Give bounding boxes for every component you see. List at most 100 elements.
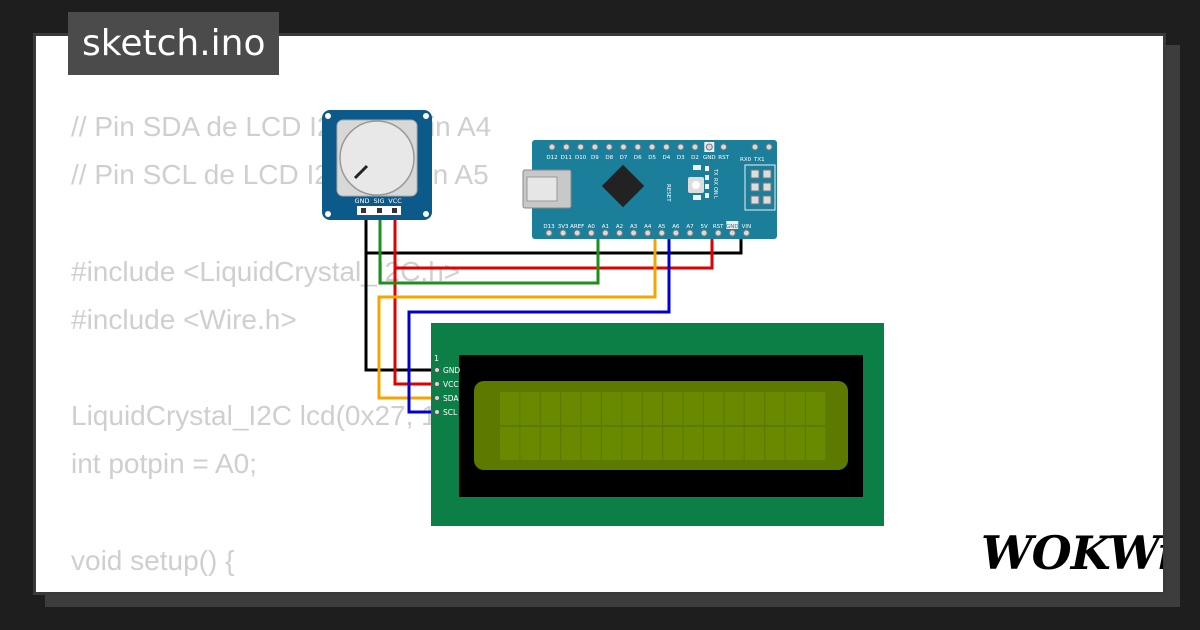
nano-top-pin-label: D8 xyxy=(605,155,613,161)
lcd-cell xyxy=(561,427,581,460)
nano-top-pin-label: D6 xyxy=(634,155,642,161)
lcd-cell xyxy=(744,427,764,460)
nano-top-pin[interactable] xyxy=(634,143,642,151)
nano-bottom-pin[interactable] xyxy=(686,229,694,237)
code-line: int potpin = A0; xyxy=(71,448,258,480)
nano-top-pin-label: D5 xyxy=(648,155,656,161)
nano-bottom-pin[interactable] xyxy=(559,229,567,237)
lcd-pin[interactable] xyxy=(434,395,440,401)
wires xyxy=(364,211,743,414)
icsp-pin xyxy=(762,182,772,192)
nano-top-pin[interactable] xyxy=(562,143,570,151)
nano-bottom-pin[interactable] xyxy=(630,229,638,237)
led-label: TX xyxy=(712,168,718,176)
lcd-cell xyxy=(724,392,744,425)
nano-top-pin-label: D10 xyxy=(575,155,587,161)
lcd-pin-label: GND xyxy=(443,366,460,375)
nano-top-pin[interactable] xyxy=(751,143,759,151)
nano-bottom-pin-label: GND xyxy=(726,224,739,230)
lcd-pin[interactable] xyxy=(434,381,440,387)
lcd-cell xyxy=(622,392,642,425)
lcd-character-cells xyxy=(500,392,826,460)
lcd-cell xyxy=(765,427,785,460)
nano-bottom-pin-label: D13 xyxy=(543,224,555,230)
nano-bottom-pin-label: 3V3 xyxy=(558,224,569,230)
nano-bottom-pin[interactable] xyxy=(672,229,680,237)
nano-bottom-pin[interactable] xyxy=(728,229,736,237)
file-title-tab[interactable]: sketch.ino xyxy=(68,12,280,75)
icsp-pin xyxy=(762,169,772,179)
nano-bottom-pin[interactable] xyxy=(545,229,553,237)
led-on xyxy=(705,184,709,189)
icsp-pin xyxy=(750,182,760,192)
nano-top-pin[interactable] xyxy=(620,143,627,151)
led-label: RX xyxy=(712,178,718,185)
nano-bottom-pin[interactable] xyxy=(616,229,623,237)
nano-bottom-pin[interactable] xyxy=(714,229,722,237)
nano-bottom-pin[interactable] xyxy=(742,229,750,237)
lcd-cell xyxy=(785,427,805,460)
lcd-pin-label: VCC xyxy=(443,380,459,389)
nano-bottom-pin[interactable] xyxy=(658,229,666,237)
wire-sda-nano-lcd xyxy=(377,231,657,400)
pot-pin-sig: SIG xyxy=(373,197,384,205)
lcd-cell xyxy=(622,427,642,460)
lcd-pin-number: 1 xyxy=(434,354,439,363)
nano-top-pin-label: GND xyxy=(703,155,716,161)
nano-top-pin-label: D9 xyxy=(591,155,599,161)
lcd-cell xyxy=(500,392,520,425)
lcd-cell xyxy=(765,392,785,425)
lcd-cell xyxy=(785,392,805,425)
nano-bottom-pin[interactable] xyxy=(587,229,595,237)
preview-panel: // Pin SDA de LCD I2C con pin A4// Pin S… xyxy=(33,33,1166,595)
lcd-cell xyxy=(581,392,601,425)
nano-tx1-label: TX1 xyxy=(753,157,765,163)
icsp-pin xyxy=(762,195,772,205)
lcd-cell xyxy=(744,392,764,425)
nano-top-pin[interactable] xyxy=(548,143,556,151)
pot-pin-gnd: GND xyxy=(355,197,370,205)
lcd-pin[interactable] xyxy=(434,409,440,415)
lcd-cell xyxy=(561,392,581,425)
wire-gnd-pot-nano xyxy=(364,211,743,255)
lcd-cell xyxy=(602,392,622,425)
nano-top-pin[interactable] xyxy=(662,143,670,151)
nano-top-pin[interactable] xyxy=(591,143,599,151)
potentiometer-knob[interactable] xyxy=(339,120,415,196)
led-l xyxy=(705,193,709,198)
lcd-cell xyxy=(520,427,540,460)
nano-bottom-pin-label: 5V xyxy=(700,224,707,230)
lcd-pin-label: SDA xyxy=(443,394,459,403)
lcd-cell xyxy=(704,427,724,460)
nano-bottom-pin-label: A5 xyxy=(658,224,666,230)
lcd-cell xyxy=(500,427,520,460)
nano-top-pin[interactable] xyxy=(705,143,713,151)
lcd-pin[interactable] xyxy=(434,367,440,373)
code-line: #include <LiquidCrystal_I2C.h> xyxy=(71,255,461,287)
nano-top-pin[interactable] xyxy=(765,143,773,151)
nano-top-pin-label: RST xyxy=(718,155,729,161)
nano-top-pin[interactable] xyxy=(720,143,728,151)
nano-top-pin[interactable] xyxy=(677,143,685,151)
nano-top-pin[interactable] xyxy=(605,143,613,151)
nano-bottom-pin[interactable] xyxy=(700,229,708,237)
nano-bottom-pin[interactable] xyxy=(601,229,609,237)
icsp-pin xyxy=(750,169,760,179)
pot-pin-vcc: VCC xyxy=(388,197,402,205)
icsp-pin xyxy=(750,195,760,205)
nano-top-pin[interactable] xyxy=(648,143,656,151)
nano-bottom-pin[interactable] xyxy=(644,229,652,237)
nano-top-pin[interactable] xyxy=(577,143,585,151)
wire-vcc-pot-lcd xyxy=(393,211,436,386)
led-label: ON xyxy=(712,187,718,195)
panel-shadow-bottom xyxy=(45,595,1180,607)
nano-top-pin[interactable] xyxy=(691,143,699,151)
potentiometer[interactable]: GND SIG VCC xyxy=(322,110,432,220)
nano-bottom-pin[interactable] xyxy=(573,229,581,237)
wire-sig-pot-nano xyxy=(378,211,600,285)
